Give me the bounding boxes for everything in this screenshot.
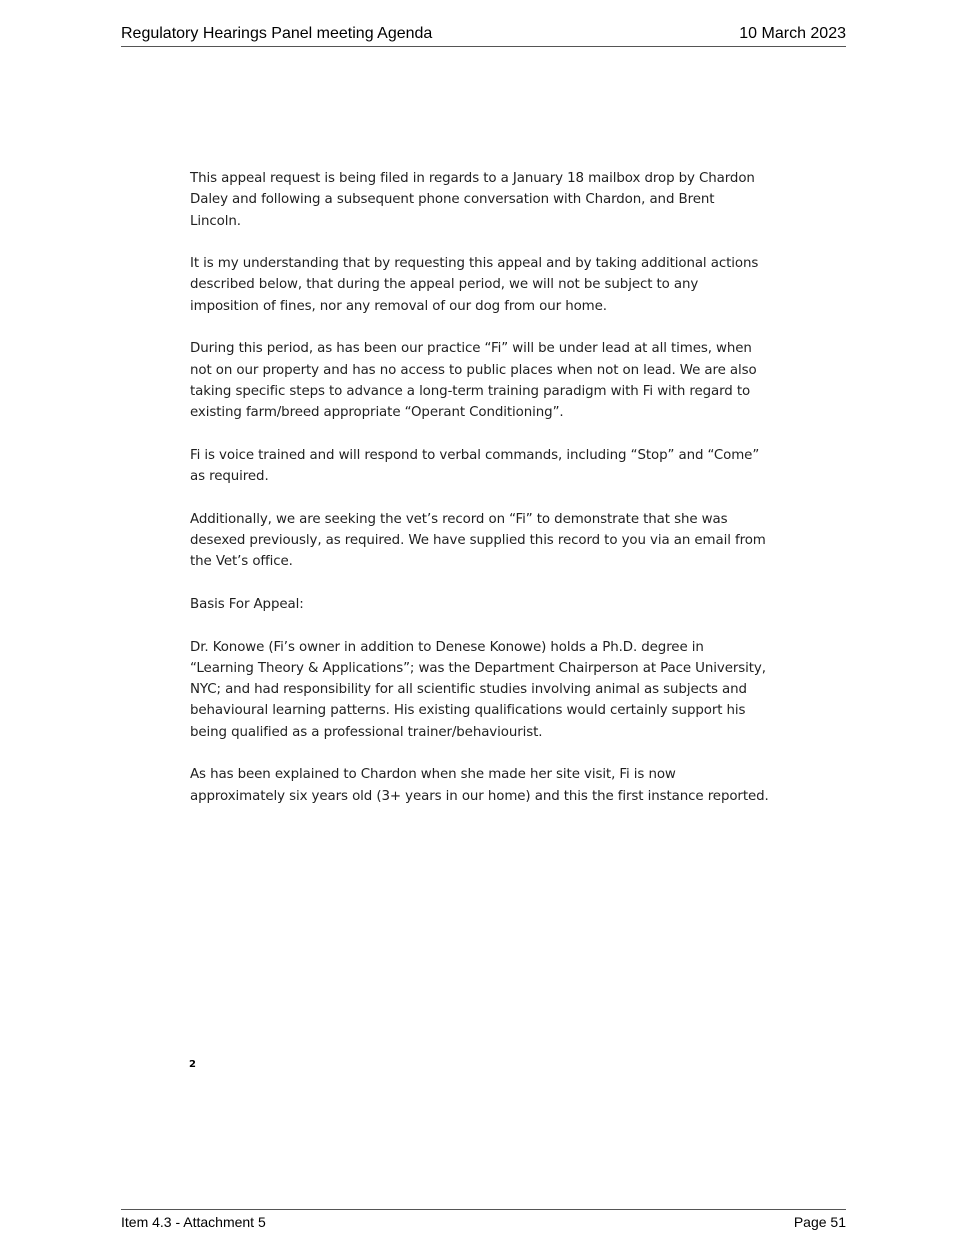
- text-line: imposition of fines, nor any removal of …: [190, 298, 607, 314]
- header-title: Regulatory Hearings Panel meeting Agenda: [121, 25, 433, 42]
- text-line: behavioural learning patterns. His exist…: [190, 703, 746, 719]
- paragraph-understanding: It is my understanding that by requestin…: [190, 253, 790, 317]
- text-line: As has been explained to Chardon when sh…: [190, 767, 676, 783]
- text-line: existing farm/breed appropriate “Operant…: [190, 405, 564, 421]
- paragraph-vet-record: Additionally, we are seeking the vet’s r…: [190, 509, 790, 573]
- text-line: Basis For Appeal:: [190, 596, 304, 612]
- text-line: Additionally, we are seeking the vet’s r…: [190, 511, 728, 527]
- paragraph-intro: This appeal request is being filed in re…: [190, 168, 790, 232]
- text-line: taking specific steps to advance a long-…: [190, 383, 751, 399]
- inner-page-number: 2: [189, 1059, 196, 1070]
- page-header: Regulatory Hearings Panel meeting Agenda…: [121, 24, 846, 47]
- text-line: Lincoln.: [190, 213, 241, 229]
- text-line: not on our property and has no access to…: [190, 362, 757, 378]
- text-line: Fi is voice trained and will respond to …: [190, 447, 760, 463]
- paragraph-site-visit: As has been explained to Chardon when sh…: [190, 764, 790, 807]
- text-line: approximately six years old (3+ years in…: [190, 788, 769, 804]
- text-line: Daley and following a subsequent phone c…: [190, 192, 715, 208]
- text-line: being qualified as a professional traine…: [190, 724, 543, 740]
- text-line: desexed previously, as required. We have…: [190, 533, 766, 549]
- text-line: NYC; and had responsibility for all scie…: [190, 682, 747, 698]
- text-line: During this period, as has been our prac…: [190, 341, 752, 357]
- header-date: 10 March 2023: [739, 25, 846, 42]
- text-line: This appeal request is being filed in re…: [190, 171, 755, 186]
- letter-body: This appeal request is being filed in re…: [190, 168, 790, 828]
- text-line: as required.: [190, 469, 269, 485]
- footer-item-reference: Item 4.3 - Attachment 5: [121, 1214, 266, 1230]
- page-footer: Item 4.3 - Attachment 5 Page 51: [121, 1209, 846, 1232]
- paragraph-qualifications: Dr. Konowe (Fi’s owner in addition to De…: [190, 637, 790, 743]
- paragraph-practice: During this period, as has been our prac…: [190, 338, 790, 423]
- text-line: It is my understanding that by requestin…: [190, 256, 759, 272]
- footer-page-number: Page 51: [793, 1214, 846, 1230]
- section-heading-basis-for-appeal: Basis For Appeal:: [190, 594, 790, 615]
- text-line: “Learning Theory & Applications”; was th…: [190, 660, 766, 676]
- paragraph-voice-trained: Fi is voice trained and will respond to …: [190, 445, 790, 488]
- text-line: described below, that during the appeal …: [190, 277, 699, 293]
- text-line: Dr. Konowe (Fi’s owner in addition to De…: [190, 639, 704, 655]
- text-line: the Vet’s office.: [190, 554, 293, 570]
